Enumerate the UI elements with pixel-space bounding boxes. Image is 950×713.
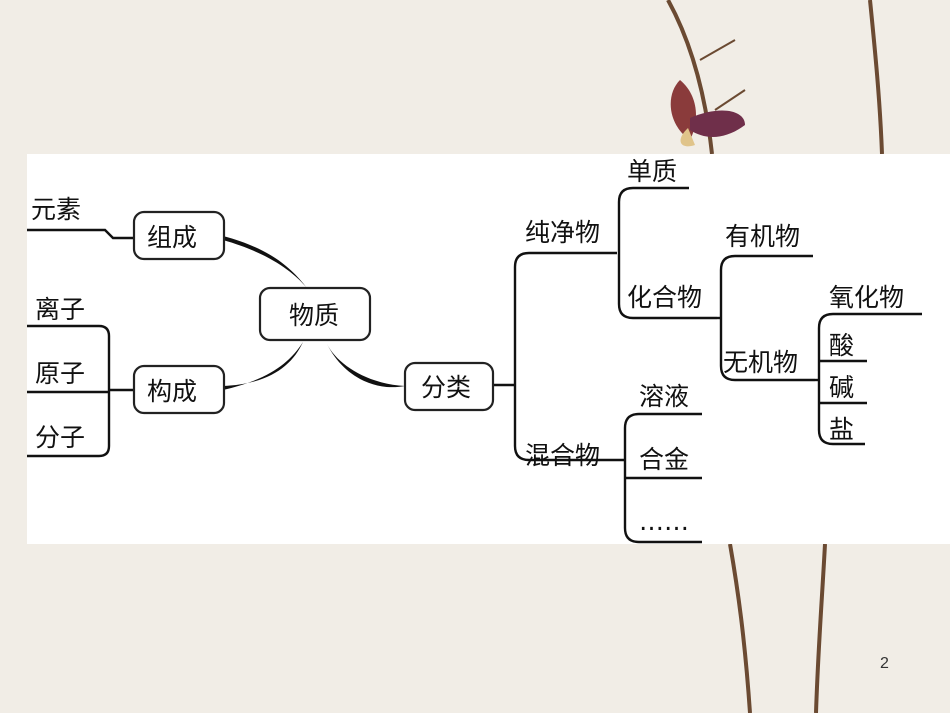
butterfly-icon xyxy=(670,80,745,147)
ion-label: 离子 xyxy=(35,295,85,324)
inorganic-label: 无机物 xyxy=(723,348,798,377)
molecule-label: 分子 xyxy=(35,423,85,452)
center-box xyxy=(258,286,372,342)
organic-label: 有机物 xyxy=(725,222,800,251)
classification-label: 分类 xyxy=(421,373,471,402)
element-label: 元素 xyxy=(31,195,81,224)
compound-label: 化合物 xyxy=(627,283,702,312)
oxide-label: 氧化物 xyxy=(829,283,904,312)
elemental-substance-label: 单质 xyxy=(627,157,677,186)
alloy-label: 合金 xyxy=(639,445,689,474)
salt-label: 盐 xyxy=(829,415,854,444)
center-label: 物质 xyxy=(289,301,339,330)
ellipsis-label: …… xyxy=(639,507,689,536)
structure-box xyxy=(132,364,226,415)
mixture-label: 混合物 xyxy=(525,441,600,470)
pure-substance-label: 纯净物 xyxy=(525,218,600,247)
page-number: 2 xyxy=(880,655,889,672)
atom-label: 原子 xyxy=(35,359,85,388)
composition-box xyxy=(132,210,226,261)
composition-label: 组成 xyxy=(147,223,197,252)
connector-lines xyxy=(27,186,922,544)
concept-map: 元素 组成 离子 原子 分子 构成 物质 分类 纯净物 单质 化合物 有机物 无… xyxy=(27,157,922,544)
structure-label: 构成 xyxy=(147,377,197,406)
acid-label: 酸 xyxy=(829,331,854,360)
base-label: 碱 xyxy=(829,373,854,402)
classification-box xyxy=(403,361,495,412)
diagram-panel: 元素 组成 离子 原子 分子 构成 物质 分类 纯净物 单质 化合物 有机物 无… xyxy=(27,154,950,544)
solution-label: 溶液 xyxy=(639,382,689,411)
